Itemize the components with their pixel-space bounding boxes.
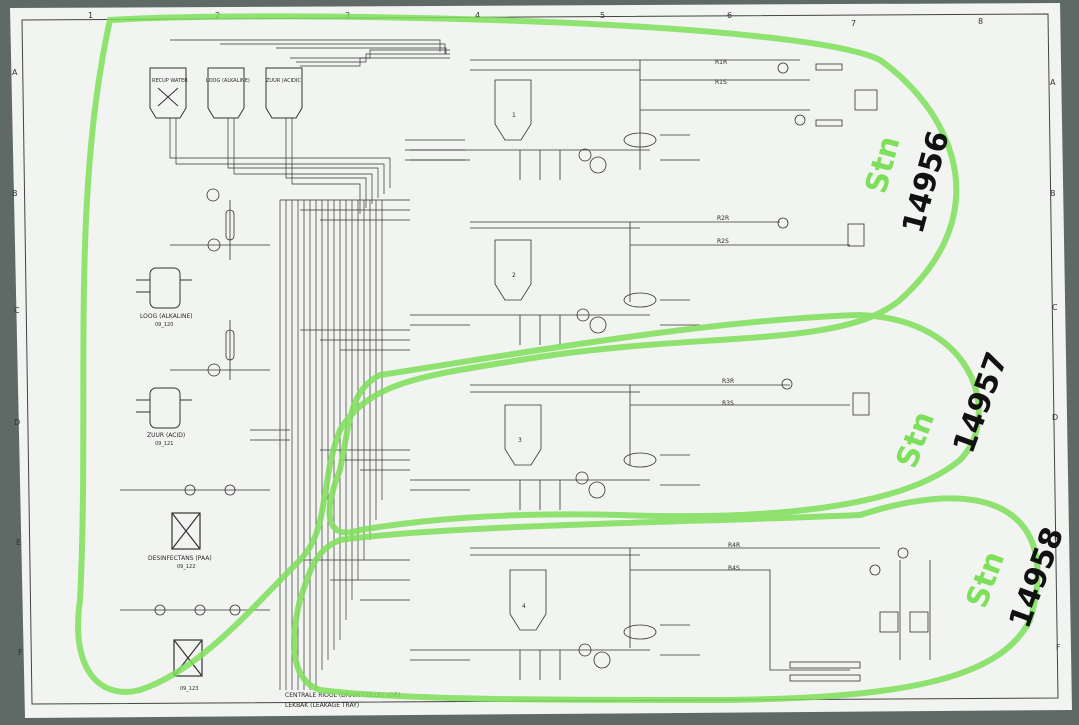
grid-row-c-right: C [1052,303,1058,312]
loog-main-tank [136,267,192,309]
grid-col-7: 7 [851,19,856,28]
highlight-loop-14957 [326,311,982,536]
grid-row-b: B [12,189,18,198]
highlight-loop-14958 [291,495,1041,704]
unit-2-number: 2 [512,272,516,279]
line-r3r: R3R [722,378,734,385]
grid-row-d-right: D [1052,413,1058,422]
station-unit-4 [410,547,931,682]
highlight-loop-14956 [75,13,960,695]
legend-drain: CENTRALE RIOOL (DRAIN COLLECTOR) [285,692,400,699]
grid-row-f: F [18,648,23,657]
grid-col-8: 8 [978,17,983,26]
loog-main-id: 09_120 [155,322,173,328]
pipe-bundle-vertical [250,199,410,690]
line-r4r: R4R [728,542,740,549]
grid-col-5: 5 [600,11,605,20]
grid-col-6: 6 [727,11,732,20]
station-unit-1 [410,59,878,180]
pipe-bundle-top [169,39,465,214]
line-r4s: R4S [728,565,740,572]
recup-tank-shape [149,67,187,119]
unit-4-number: 4 [522,603,526,610]
grid-row-e-right: E [1054,533,1059,542]
station-unit-2 [410,217,865,345]
zuur-top-tank-label: ZUUR (ACIDIC) [266,78,303,84]
loog-top-tank-shape [207,67,245,119]
grid-row-f-right: F [1056,643,1061,652]
loog-main-label: LOOG (ALKALINE) [140,313,193,320]
highlighter-outlines [75,13,1041,704]
line-r1r: R1R [715,59,727,66]
line-r2r: R2R [717,215,729,222]
drawing-frame [21,13,1059,705]
unit-1-number: 1 [512,112,516,119]
zuur-top-tank-shape [265,67,303,119]
desinfectant-label: DESINFECTANS (PAA) [148,555,212,562]
unit-3-number: 3 [518,437,522,444]
loog-top-tank-label: LOOG (ALKALINE) [206,78,250,84]
grid-row-a: A [12,68,18,77]
line-r3s: R3S [722,400,734,407]
grid-col-4: 4 [475,11,480,20]
grid-row-a-right: A [1050,78,1056,87]
grid-row-e: E [16,538,21,547]
zuur-main-id: 09_121 [155,441,173,447]
grid-row-labels: A B C D E F A B C D E F [12,68,1061,657]
bottom-tank-id: 09_123 [180,686,198,692]
station-unit-3 [410,378,870,510]
zuur-main-label: ZUUR (ACID) [147,432,185,439]
top-tanks [149,67,303,119]
desinfectant-id: 09_122 [177,564,195,570]
grid-row-d: D [14,418,20,427]
left-valves [120,188,270,616]
grid-col-1: 1 [88,11,93,20]
line-r2s: R2S [717,238,729,245]
desinfectant-tank [171,512,201,550]
grid-row-b-right: B [1050,189,1056,198]
legend-tray: LEKBAK (LEAKAGE TRAY) [285,702,359,709]
grid-row-c: C [14,306,20,315]
recup-tank-label: RECUP WATER [152,78,188,84]
line-r1s: R1S [715,79,727,86]
paper-sheet [10,3,1072,718]
zuur-main-tank [136,387,192,429]
